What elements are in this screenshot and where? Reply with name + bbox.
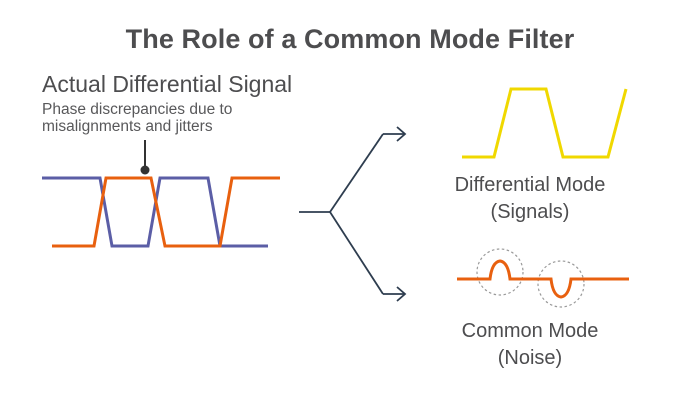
common-mode-label: Common Mode (Noise): [430, 318, 630, 372]
common-mode-noise-waveform: [457, 259, 629, 299]
common-mode-line-1: Common Mode: [461, 320, 599, 342]
splitter-lower-line: [329, 211, 384, 295]
note-line-1: Phase discrepancies due to: [42, 101, 233, 118]
blue-signal-waveform: [42, 176, 268, 248]
common-mode-line-2: (Noise): [497, 347, 563, 369]
actual-signal-heading: Actual Differential Signal: [42, 71, 293, 97]
actual-signal-note: Phase discrepancies due to misalignments…: [42, 101, 232, 135]
diagram-title: The Role of a Common Mode Filter: [125, 24, 575, 54]
splitter-upper-line: [329, 133, 384, 213]
note-line-2: misalignments and jitters: [42, 118, 213, 135]
orange-signal-waveform: [52, 176, 280, 248]
differential-mode-line-2: (Signals): [490, 201, 570, 223]
noise-circle-2: [537, 260, 585, 308]
upper-arrowhead-icon: [396, 126, 407, 142]
noise-circle-1: [476, 248, 524, 296]
splitter-arrows: [299, 126, 407, 302]
lower-arrowhead-icon: [396, 286, 407, 302]
differential-mode-label: Differential Mode (Signals): [430, 172, 630, 226]
differential-mode-waveform: [462, 87, 628, 159]
note-pointer-dot: [140, 165, 150, 175]
differential-mode-line-1: Differential Mode: [454, 174, 606, 196]
